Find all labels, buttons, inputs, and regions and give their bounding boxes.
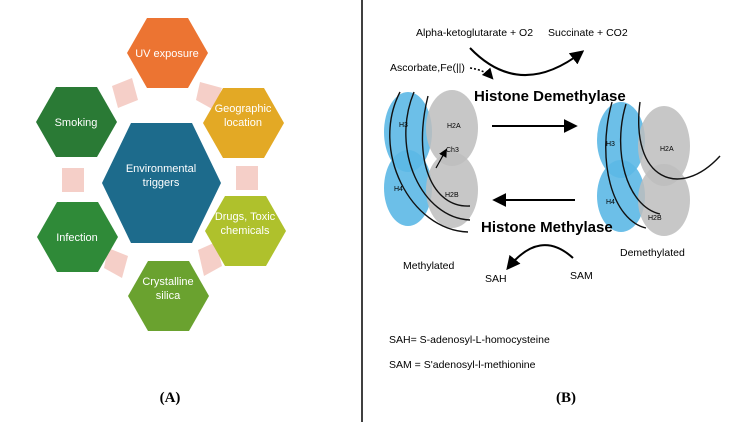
state-methylated: Methylated	[403, 260, 455, 272]
panel-b: Alpha-ketoglutarate + O2 Succinate + CO2…	[384, 27, 721, 406]
methyl-arrow	[435, 148, 447, 169]
cofactor-ascorbate: Ascorbate,Fe(||)	[390, 62, 465, 74]
label-h2a-left: H2A	[447, 123, 461, 130]
label-line: Geographic	[215, 103, 272, 115]
connector-silica-infection	[104, 248, 128, 278]
enzyme-methylase: Histone Methylase	[481, 219, 613, 236]
legend-sah: SAH= S-adenosyl-L-homocysteine	[389, 334, 550, 346]
label-geographic-location: Geographic location	[215, 103, 272, 129]
label-h3-left: H3	[399, 122, 408, 129]
label-line: silica	[156, 290, 181, 302]
label-uv-exposure: UV exposure	[135, 48, 199, 60]
dna-strand-right-1	[605, 101, 647, 229]
label-line: Infection	[56, 232, 98, 244]
reaction-arc-top	[469, 47, 585, 76]
connector-smoking-uv	[112, 78, 138, 108]
label-line: Smoking	[55, 117, 98, 129]
label-line: triggers	[143, 177, 180, 189]
label-h3-right: H3	[606, 141, 615, 148]
hex-crystalline-silica	[128, 261, 209, 331]
hex-infection	[37, 202, 118, 272]
state-demethylated: Demethylated	[620, 247, 685, 259]
label-line: location	[224, 117, 262, 129]
label-sah: SAH	[485, 273, 507, 285]
label-smoking: Smoking	[55, 117, 98, 129]
nucleosome-demethylated: H3 H4 H2A H2B	[597, 101, 721, 236]
label-h2a-right: H2A	[660, 146, 674, 153]
hex-smoking	[36, 87, 117, 157]
label-line: chemicals	[221, 225, 270, 237]
hex-connectors	[62, 78, 258, 278]
hex-environmental-triggers	[102, 123, 221, 243]
histone-h3-left	[384, 92, 432, 172]
label-line: Environmental	[126, 163, 196, 175]
label-line: Drugs, Toxic	[215, 211, 276, 223]
dna-strand-left-3	[421, 95, 471, 207]
dna-strand-left-2	[405, 91, 471, 221]
panel-a-label: (A)	[160, 390, 181, 406]
legend-sam: SAM = S'adenosyl-l-methionine	[389, 359, 536, 371]
hex-drugs-toxic-chemicals	[205, 196, 286, 266]
cofactor-dotted-arrow	[469, 67, 494, 80]
enzyme-demethylase: Histone Demethylase	[474, 88, 626, 105]
hex-geographic-location	[203, 88, 284, 158]
label-h4-right: H4	[606, 199, 615, 206]
connector-infection-smoking	[62, 168, 84, 192]
label-crystalline-silica: Crystalline silica	[142, 276, 193, 302]
label-line: Crystalline	[142, 276, 193, 288]
label-drugs-toxic-chemicals: Drugs, Toxic chemicals	[215, 211, 276, 237]
dna-strand-right-2	[619, 103, 661, 215]
dna-strand-left-1	[389, 91, 469, 233]
connector-geo-drugs	[236, 166, 258, 190]
dna-strand-right-tail	[638, 101, 721, 180]
reaction-arc-bottom	[506, 244, 574, 271]
nucleosome-methylated: H3 H4 H2A H2B Ch3	[384, 90, 478, 233]
panel-a: UV exposure Geographic location Drugs, To…	[36, 18, 286, 406]
label-h2b-left: H2B	[445, 192, 459, 199]
label-line: UV exposure	[135, 48, 199, 60]
histone-h2b-right	[638, 164, 690, 236]
connector-drugs-silica	[198, 242, 222, 276]
product-succinate: Succinate + CO2	[548, 27, 628, 39]
label-infection: Infection	[56, 232, 98, 244]
label-sam: SAM	[570, 270, 593, 282]
reagent-alpha-ketoglutarate: Alpha-ketoglutarate + O2	[416, 27, 533, 39]
histone-h2a-left	[426, 90, 478, 166]
histone-h4-left	[384, 150, 432, 226]
panel-b-label: (B)	[556, 390, 576, 406]
label-h4-left: H4	[394, 186, 403, 193]
label-ch3: Ch3	[446, 147, 459, 154]
label-environmental-triggers: Environmental triggers	[126, 163, 196, 189]
hex-uv-exposure	[127, 18, 208, 88]
label-h2b-right: H2B	[648, 215, 662, 222]
